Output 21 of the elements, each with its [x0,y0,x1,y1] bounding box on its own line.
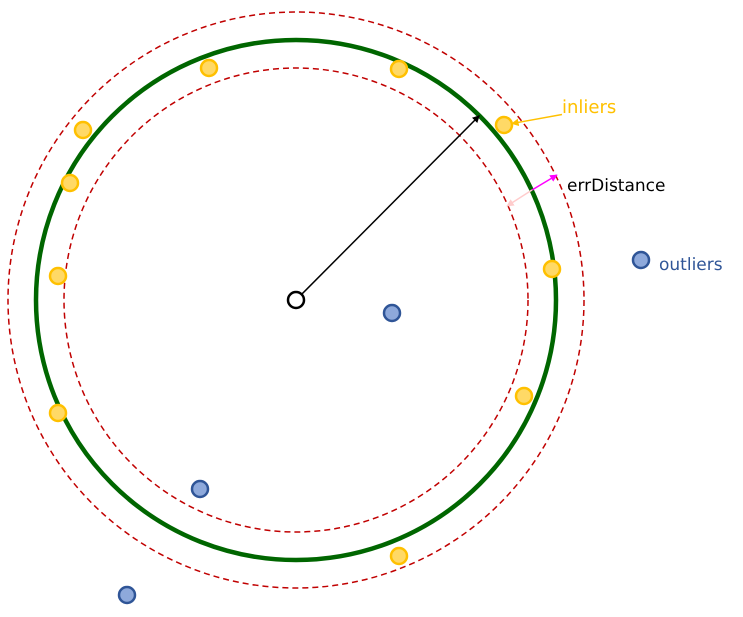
inlier-point [74,120,92,140]
inlier-point [390,60,408,78]
dimension-label: errDistance [567,178,666,195]
outlier-point [382,304,402,322]
outlier-point [632,250,650,270]
outlier-point [190,480,210,498]
inlier-point [542,260,562,278]
inlier-point [494,116,514,134]
outliers-label: outliers [659,257,723,274]
inlier-point [200,58,218,78]
outlier-point [118,586,136,604]
radius-arrow [301,115,480,295]
leader-line [511,114,562,126]
fitted-circle [34,38,562,562]
inlier-point [514,386,534,406]
inlier-point [60,174,80,192]
inliers-label: inliers [562,99,616,117]
inlier-point [48,266,68,286]
center-point [286,290,306,310]
inlier-point [48,404,68,422]
inlier-point [390,546,408,566]
